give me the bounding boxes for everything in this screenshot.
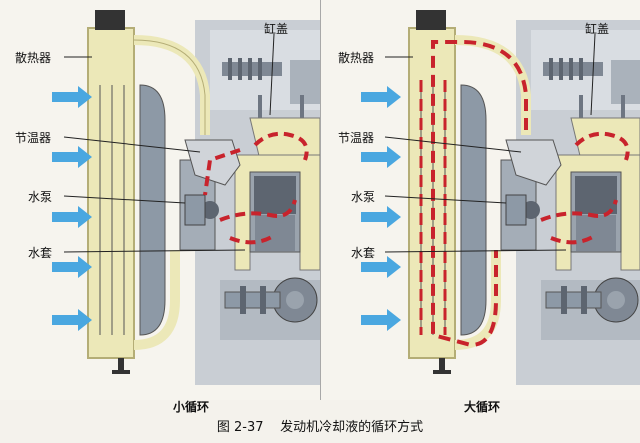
radiator-label: 散热器 [15, 51, 52, 65]
cylinder-head-label-right: 缸盖 [585, 22, 610, 36]
radiator [87, 27, 135, 359]
panel-divider [320, 0, 321, 400]
small-circulation-panel: 散热器 缸盖 节温器 水泵 水套 小循环 [0, 0, 320, 414]
water-pump-label: 水泵 [28, 190, 53, 204]
small-circulation-caption: 小循环 [173, 400, 210, 414]
large-circulation-caption: 大循环 [464, 400, 501, 414]
radiator-label-right: 散热器 [338, 51, 375, 65]
large-circulation-diagram [361, 10, 640, 385]
radiator-cap [95, 10, 125, 30]
thermostat-label-right: 节温器 [338, 131, 375, 145]
water-pump-label-right: 水泵 [351, 190, 376, 204]
thermostat-label: 节温器 [15, 131, 52, 145]
water-jacket-label: 水套 [28, 246, 53, 260]
figure-number: 图 2-37 [216, 420, 264, 435]
small-circulation-diagram [52, 10, 320, 385]
large-circulation-panel: 散热器 缸盖 节温器 水泵 水套 大循环 [321, 0, 640, 414]
water-jacket-label-right: 水套 [351, 246, 376, 260]
cylinder-head-label: 缸盖 [264, 22, 289, 36]
figure-caption: 图 2-37 发动机冷却液的循环方式 [0, 416, 640, 435]
figure-title: 发动机冷却液的循环方式 [280, 420, 424, 435]
